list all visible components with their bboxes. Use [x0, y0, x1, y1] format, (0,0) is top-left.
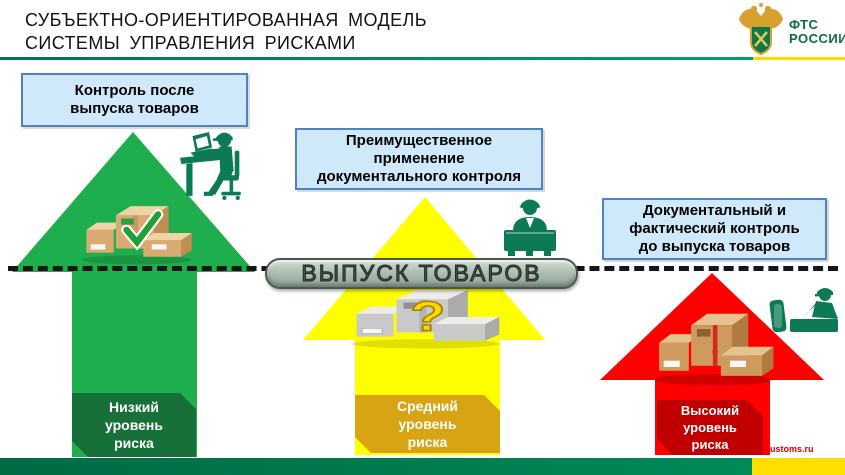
callout-pre-release: Документальный и фактический контроль до…	[602, 198, 827, 260]
release-banner: ВЫПУСК ТОВАРОВ	[265, 258, 578, 289]
footer-bar-green	[0, 458, 752, 475]
risk-label-high: Высокий уровень риска	[657, 400, 763, 455]
logo-org-line1: ФТС	[789, 17, 819, 32]
watermark-customs-ru: customs.ru	[765, 444, 814, 454]
boxes-flagged-icon	[650, 310, 778, 391]
logo-org-name: ФТС РОССИИ	[789, 18, 845, 46]
header-rule-yellow	[753, 57, 845, 60]
officer-at-computer-icon	[178, 130, 242, 205]
risk-label-medium: Средний уровень риска	[355, 395, 500, 453]
callout-documentary-control: Преимущественное применение документальн…	[295, 128, 543, 190]
boxes-unknown-icon: ?	[345, 287, 505, 354]
fts-eagle-shield-icon	[735, 2, 787, 56]
footer-bar-yellow	[752, 458, 845, 475]
page-title-line1: СУБЪЕКТНО-ОРИЕНТИРОВАННАЯ МОДЕЛЬ	[25, 10, 427, 30]
logo-org-line2: РОССИИ	[789, 31, 845, 46]
officer-at-counter-icon	[497, 195, 563, 264]
page-title: СУБЪЕКТНО-ОРИЕНТИРОВАННАЯ МОДЕЛЬ СИСТЕМЫ…	[25, 9, 427, 55]
page-title-line2: СИСТЕМЫ УПРАВЛЕНИЯ РИСКАМИ	[25, 33, 356, 53]
header-rule-green	[0, 57, 753, 60]
risk-label-low: Низкий уровень риска	[72, 393, 196, 457]
callout-post-release: Контроль после выпуска товаров	[21, 73, 248, 127]
question-mark: ?	[410, 293, 445, 339]
boxes-approved-icon	[78, 203, 196, 270]
customs-inspection-icon	[768, 286, 842, 343]
